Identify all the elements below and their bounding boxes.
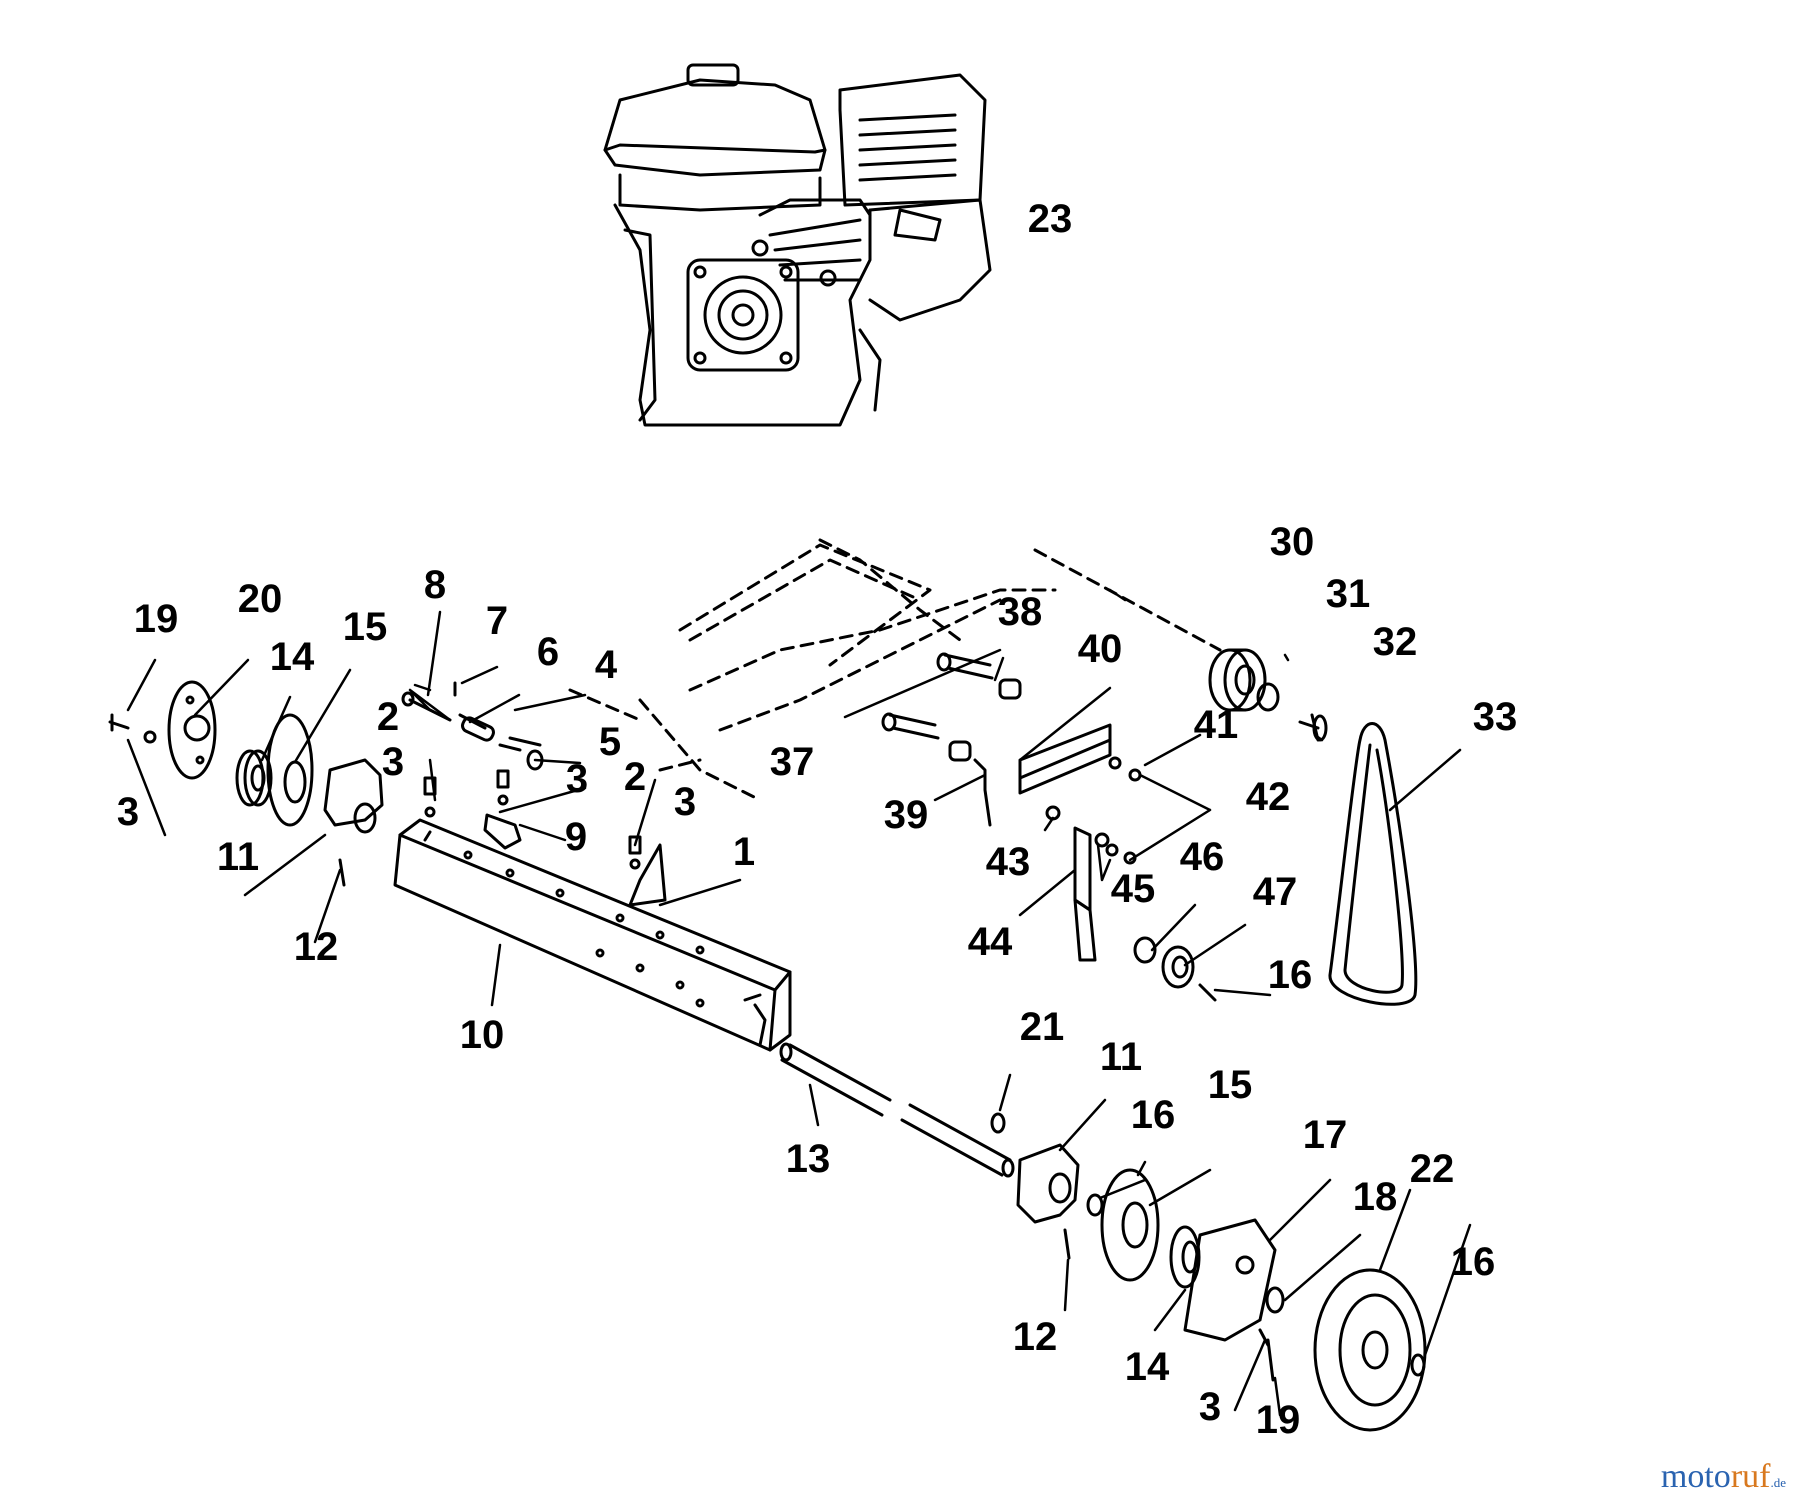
part-number-label-10: 10	[460, 1013, 505, 1057]
part-number-label-19a: 19	[134, 597, 179, 641]
v-belt-drawing	[1328, 722, 1418, 1006]
watermark-accent: ruf	[1730, 1458, 1771, 1495]
part-number-label-21: 21	[1020, 1005, 1065, 1049]
watermark-main: moto	[1660, 1458, 1731, 1495]
part-number-label-16a: 16	[1268, 953, 1313, 997]
drive-shaft-drawing	[779, 1042, 1015, 1178]
part-number-label-22: 22	[1410, 1147, 1455, 1191]
part-number-label-20: 20	[238, 577, 283, 621]
part-number-label-23: 23	[1028, 197, 1073, 241]
part-number-label-41: 41	[1194, 703, 1239, 747]
part-number-label-19b: 19	[1256, 1398, 1301, 1442]
part-number-label-47: 47	[1253, 870, 1298, 914]
part-number-label-11b: 11	[1100, 1035, 1142, 1079]
part-number-label-12a: 12	[294, 925, 339, 969]
leader-lines	[126, 588, 1472, 1417]
part-number-label-46: 46	[1180, 835, 1225, 879]
part-number-label-3b: 3	[382, 740, 404, 784]
part-number-label-7: 7	[486, 599, 508, 643]
part-number-label-9: 9	[565, 815, 587, 859]
part-number-label-3a: 3	[117, 790, 139, 834]
part-number-label-40: 40	[1078, 627, 1123, 671]
part-number-label-4: 4	[595, 643, 618, 687]
left-hub-parts-drawing	[108, 680, 384, 887]
part-number-label-44: 44	[968, 920, 1013, 964]
part-number-label-5: 5	[599, 720, 621, 764]
part-number-label-45: 45	[1111, 867, 1156, 911]
part-number-label-15b: 15	[1208, 1063, 1253, 1107]
axle-tube-drawing	[393, 818, 792, 1052]
part-number-label-11a: 11	[217, 835, 259, 879]
part-number-label-16b: 16	[1131, 1093, 1176, 1137]
part-number-label-42: 42	[1246, 775, 1291, 819]
part-number-label-32: 32	[1373, 620, 1418, 664]
part-number-label-33: 33	[1473, 695, 1518, 739]
part-number-label-2b: 2	[624, 755, 646, 799]
engine-drawing	[603, 63, 992, 427]
part-number-label-3c: 3	[566, 757, 588, 801]
linkage-parts-drawing	[881, 652, 1217, 1002]
part-number-label-3e: 3	[1199, 1385, 1221, 1429]
part-number-label-43: 43	[986, 840, 1031, 884]
part-number-label-30: 30	[1270, 520, 1315, 564]
engine-pulley-drawing	[1208, 648, 1328, 742]
watermark-logo: motoruf.de	[1661, 1458, 1786, 1496]
part-number-label-38: 38	[998, 590, 1043, 634]
part-number-label-6: 6	[537, 630, 559, 674]
part-number-label-1: 1	[733, 830, 755, 874]
part-number-label-14b: 14	[1125, 1345, 1170, 1389]
part-number-label-8: 8	[424, 563, 446, 607]
part-number-label-39: 39	[884, 793, 929, 837]
part-number-label-37: 37	[770, 740, 815, 784]
part-number-label-12b: 12	[1013, 1315, 1058, 1359]
part-number-label-16c: 16	[1451, 1240, 1496, 1284]
part-number-label-17: 17	[1303, 1113, 1348, 1157]
housing-outline-dashed	[568, 538, 1222, 802]
part-number-label-18: 18	[1353, 1175, 1398, 1219]
part-number-label-31: 31	[1326, 572, 1371, 616]
part-number-label-2a: 2	[377, 695, 399, 739]
part-number-label-13: 13	[786, 1137, 831, 1181]
watermark-suffix: .de	[1770, 1475, 1786, 1490]
part-number-label-15a: 15	[343, 605, 388, 649]
part-number-label-3d: 3	[674, 780, 696, 824]
part-number-label-14a: 14	[270, 635, 315, 679]
